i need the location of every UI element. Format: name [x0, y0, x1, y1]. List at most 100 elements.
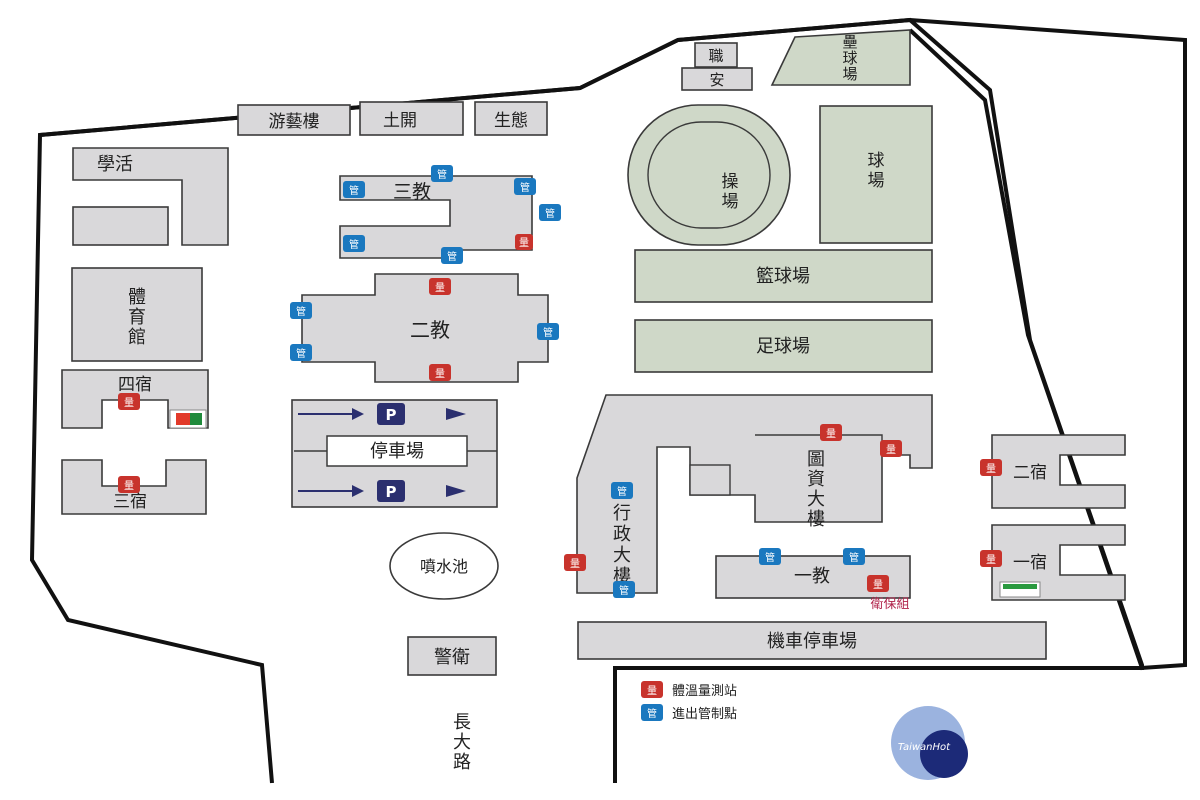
building-xingzheng-tuzi [576, 394, 933, 594]
temp-marker: 量 [880, 440, 902, 457]
parking-sign: P [377, 403, 405, 425]
svg-text:噴水池: 噴水池 [420, 557, 468, 576]
temp-marker: 量 [564, 554, 586, 571]
svg-text:場: 場 [842, 65, 857, 83]
legend-temp-swatch: 量 [641, 681, 663, 698]
campus-boundary-outline [29, 17, 1144, 784]
svg-text:樓: 樓 [807, 509, 825, 530]
temp-marker: 量 [980, 459, 1002, 476]
svg-text:體: 體 [128, 287, 146, 308]
road-changda: 長 大 路 [453, 712, 471, 773]
svg-text:量: 量 [124, 480, 134, 492]
svg-text:量: 量 [570, 558, 580, 570]
control-marker: 管 [539, 204, 561, 221]
svg-text:壘: 壘 [842, 33, 857, 51]
svg-text:球: 球 [868, 151, 885, 171]
svg-text:圖: 圖 [807, 449, 825, 470]
legend: 量 體溫量測站 管 進出管制點 [641, 681, 737, 722]
control-marker: 管 [290, 302, 312, 319]
svg-text:量: 量 [826, 428, 836, 440]
svg-text:長: 長 [453, 712, 471, 733]
svg-text:TaiwanHot: TaiwanHot [898, 742, 951, 753]
svg-text:管: 管 [545, 207, 555, 220]
svg-text:三宿: 三宿 [113, 492, 147, 512]
svg-text:機車停車場: 機車停車場 [767, 631, 857, 652]
parking-arrow-top [298, 408, 466, 420]
svg-text:量: 量 [124, 397, 134, 409]
svg-text:職: 職 [708, 47, 723, 65]
svg-text:大: 大 [613, 545, 631, 566]
svg-text:管: 管 [437, 168, 447, 181]
building-youyi: 游藝樓 [237, 104, 351, 136]
building-an: 安 [681, 67, 753, 91]
svg-text:大: 大 [807, 489, 825, 510]
temp-marker: 量 [867, 575, 889, 592]
svg-text:管: 管 [619, 584, 629, 597]
control-marker: 管 [537, 323, 559, 340]
building-yisu: 一宿 [991, 524, 1126, 601]
svg-text:育: 育 [128, 307, 146, 328]
svg-text:管: 管 [647, 707, 657, 720]
field-lanqiu: 籃球場 [634, 249, 933, 303]
control-marker: 管 [613, 581, 635, 598]
legend-control-label: 進出管制點 [672, 707, 737, 722]
svg-text:三教: 三教 [393, 181, 431, 203]
svg-text:操: 操 [722, 172, 739, 192]
control-marker: 管 [759, 548, 781, 565]
weibaozu-label: 衛保組 [870, 597, 909, 612]
svg-text:P: P [386, 483, 397, 501]
store-icon-yisu [999, 581, 1041, 598]
svg-text:管: 管 [617, 485, 627, 498]
field-caochang: 操 場 [627, 104, 791, 246]
svg-text:管: 管 [296, 305, 306, 318]
convenience-store-icon [169, 409, 207, 429]
building-tiyuguan: 體 育 館 [71, 267, 203, 362]
svg-text:場: 場 [868, 171, 885, 191]
field-zuqiu: 足球場 [634, 319, 933, 373]
svg-text:安: 安 [709, 71, 724, 89]
building-ersu: 二宿 [991, 434, 1126, 509]
svg-text:二宿: 二宿 [1013, 463, 1047, 483]
building-zhi: 職 [694, 42, 738, 68]
building-xingzheng-label: 行 政 大 樓 [613, 503, 631, 587]
building-xuehuo-annex [72, 206, 169, 246]
taiwanhot-watermark: TaiwanHot [891, 706, 968, 780]
svg-text:管: 管 [349, 184, 359, 197]
building-jingwei: 警衛 [407, 636, 497, 676]
temp-marker: 量 [980, 550, 1002, 567]
legend-temp-label: 體溫量測站 [672, 684, 737, 699]
svg-text:一教: 一教 [794, 566, 830, 587]
svg-text:學活: 學活 [97, 154, 133, 175]
legend-control-swatch: 管 [641, 704, 663, 721]
svg-text:警衛: 警衛 [434, 647, 470, 668]
field-leiqiu: 壘 球 場 [770, 29, 911, 86]
control-marker: 管 [343, 181, 365, 198]
svg-text:生態: 生態 [494, 111, 528, 131]
building-erjiao: 二教 [301, 273, 549, 383]
temp-marker: 量 [118, 476, 140, 493]
svg-text:量: 量 [886, 444, 896, 456]
svg-text:政: 政 [613, 524, 631, 545]
svg-text:行: 行 [613, 503, 631, 524]
building-xuehuo: 學活 [72, 147, 229, 246]
svg-text:路: 路 [453, 752, 471, 773]
temp-marker: 量 [118, 393, 140, 410]
control-marker: 管 [290, 344, 312, 361]
control-marker: 管 [343, 235, 365, 252]
svg-text:量: 量 [986, 554, 996, 566]
svg-text:停車場: 停車場 [370, 441, 424, 462]
svg-text:量: 量 [873, 579, 883, 591]
svg-text:管: 管 [543, 326, 553, 339]
svg-text:四宿: 四宿 [118, 375, 152, 395]
control-marker: 管 [611, 482, 633, 499]
control-marker: 管 [431, 165, 453, 182]
temp-marker: 量 [820, 424, 842, 441]
svg-text:資: 資 [807, 469, 825, 490]
parking-sign: P [377, 480, 405, 502]
svg-text:一宿: 一宿 [1013, 553, 1047, 573]
temp-marker: 量 [429, 364, 451, 381]
svg-text:二教: 二教 [410, 318, 450, 342]
building-tuzi-label: 圖 資 大 樓 [807, 449, 825, 530]
control-marker: 管 [441, 247, 463, 264]
